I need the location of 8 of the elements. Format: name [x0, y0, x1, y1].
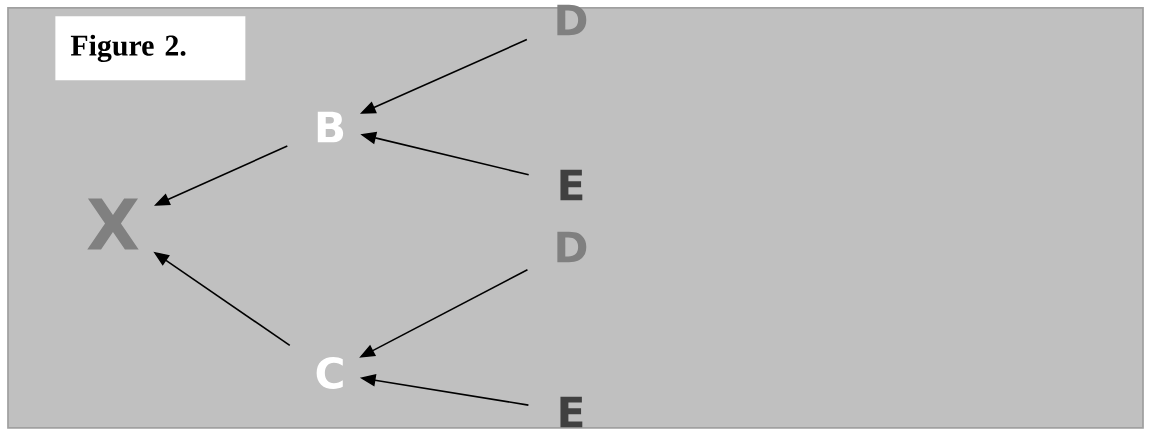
letter-label: E	[560, 169, 583, 201]
letter-label: D	[557, 231, 587, 263]
title-box: Figure 2.	[55, 16, 246, 81]
letter-label: D	[557, 4, 587, 36]
letter-label: X	[87, 198, 139, 250]
letter-label: B	[317, 111, 344, 143]
letter-label: C	[316, 357, 343, 389]
letter-label: E	[560, 396, 583, 428]
